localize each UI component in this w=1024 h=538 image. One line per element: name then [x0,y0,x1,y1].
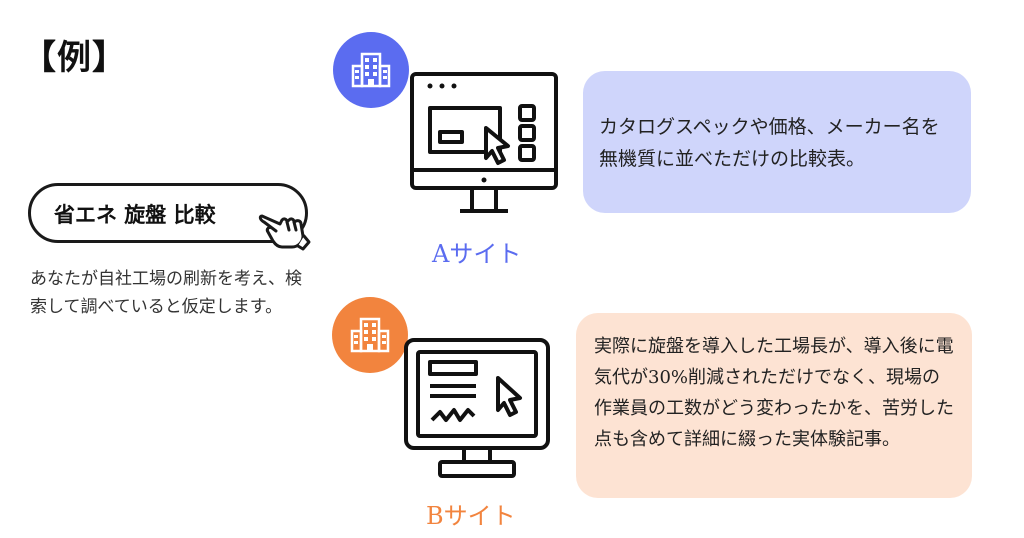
building-icon [351,52,391,88]
intro-text: あなたが自社工場の刷新を考え、検索して調べていると仮定します。 [30,269,302,317]
site-b-badge [332,297,408,373]
site-b-label: Bサイト [426,502,516,530]
monitor-b-icon [402,336,552,484]
site-a-badge [333,32,409,108]
monitor-a-icon [408,70,560,220]
site-a-label: Aサイト [432,240,522,268]
page-title: 【例】 [22,38,127,78]
search-box[interactable] [28,183,308,243]
site-b-description: 実際に旋盤を導入した工場長が、導入後に電気代が30%削減されただけでなく、現場の… [576,313,972,498]
search-query: 省エネ 旋盤 比較 [54,203,216,227]
building-icon [350,317,390,353]
site-a-description: カタログスペックや価格、メーカー名を無機質に並べただけの比較表。 [583,71,971,213]
pointing-hand-icon [256,196,312,252]
